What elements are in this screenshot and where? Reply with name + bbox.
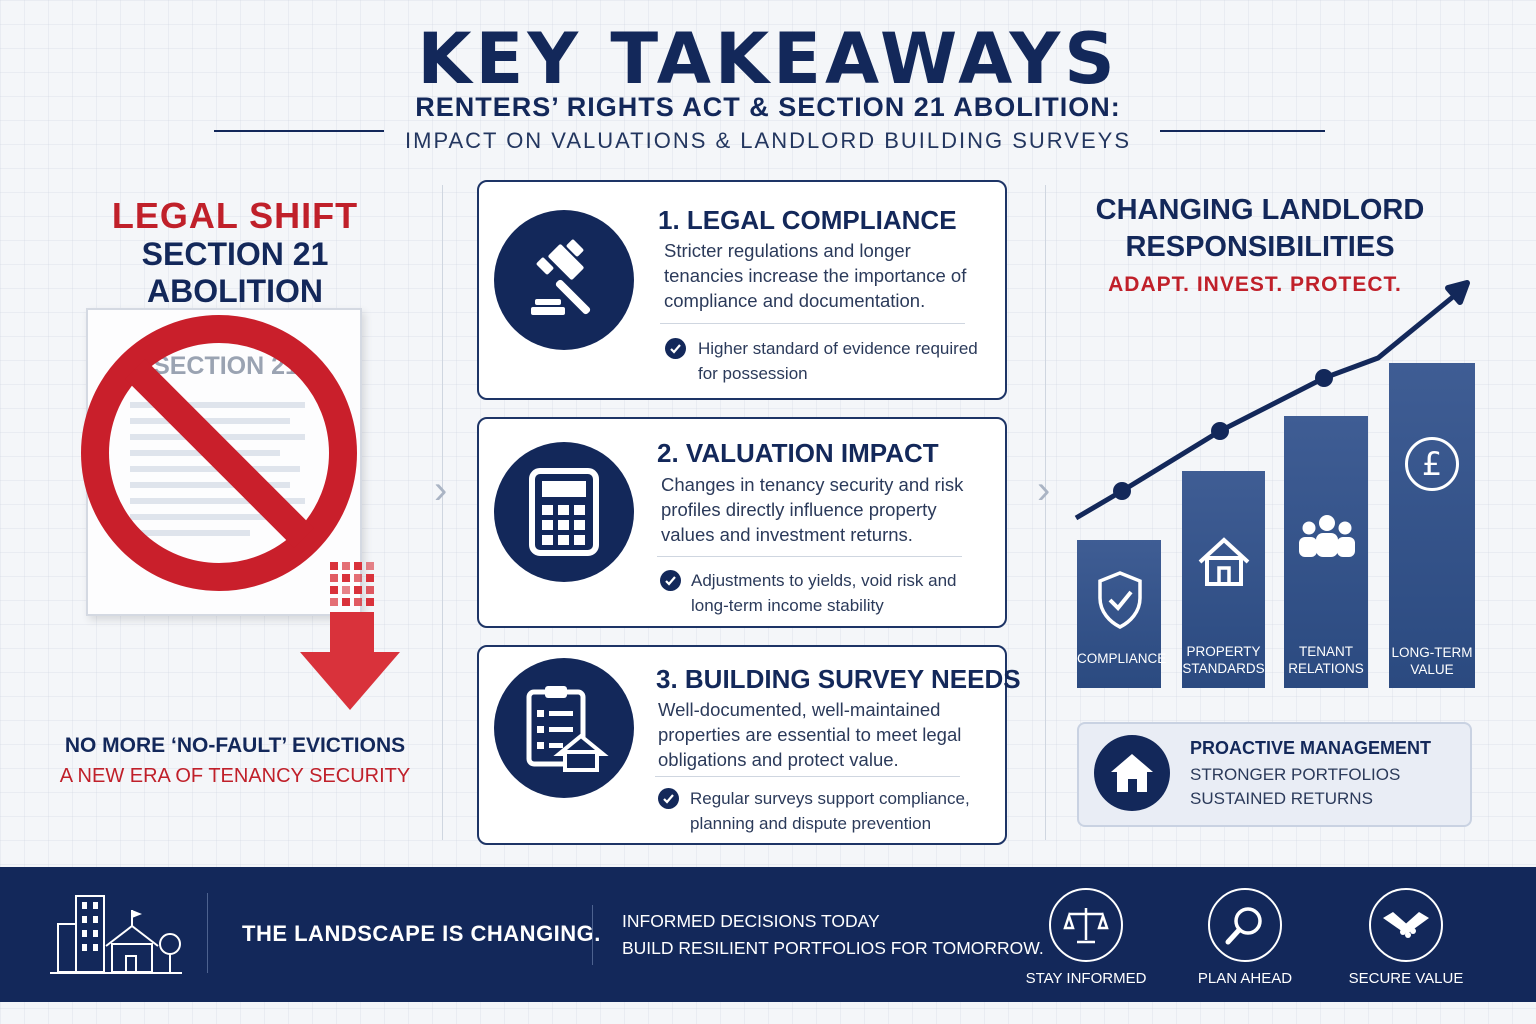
bar-label: COMPLIANCE	[1077, 651, 1167, 666]
city-icon	[50, 895, 182, 974]
card-title: 1. LEGAL COMPLIANCE	[658, 205, 957, 235]
page-title: KEY TAKEAWAYS	[417, 18, 1119, 100]
column-divider	[442, 185, 443, 840]
gavel-icon	[494, 210, 634, 350]
card-note: Regular surveys support compliance, plan…	[690, 789, 970, 833]
bar-property-standards	[1182, 471, 1265, 688]
footer-line: INFORMED DECISIONS TODAY	[622, 911, 880, 931]
people-icon	[1299, 515, 1355, 557]
column-divider	[1045, 185, 1046, 840]
proactive-line: SUSTAINED RETURNS	[1190, 789, 1373, 808]
bar-long-term-value	[1389, 363, 1475, 688]
house-icon	[1198, 537, 1250, 586]
down-arrow-icon	[300, 562, 400, 710]
shield-check-icon	[1098, 571, 1142, 629]
page-subtitle: RENTERS’ RIGHTS ACT & SECTION 21 ABOLITI…	[415, 92, 1121, 122]
divider-right	[1160, 130, 1325, 132]
chevron-right-icon: ›	[1037, 468, 1051, 512]
trend-arrow-icon	[1074, 280, 1470, 521]
check-icon	[665, 338, 686, 359]
proactive-title: PROACTIVE MANAGEMENT	[1190, 738, 1432, 758]
proactive-line: STRONGER PORTFOLIOS	[1190, 765, 1401, 784]
card-title: 3. BUILDING SURVEY NEEDS	[656, 664, 1021, 694]
left-heading: LEGAL SHIFT	[111, 195, 359, 236]
check-icon	[660, 570, 681, 591]
card-note: Adjustments to yields, void risk and lon…	[691, 571, 957, 615]
calculator-icon	[494, 442, 634, 582]
left-subheading: SECTION 21 ABOLITION	[141, 236, 329, 309]
clipboard-icon	[494, 658, 634, 798]
card-body: Well-documented, well-maintained propert…	[658, 699, 962, 770]
bar-label: TENANT RELATIONS	[1288, 644, 1364, 676]
page-subtitle-secondary: IMPACT ON VALUATIONS & LANDLORD BUILDING…	[405, 128, 1131, 153]
card-note: Higher standard of evidence required for…	[698, 339, 978, 383]
chevron-right-icon: ›	[434, 468, 448, 512]
card-title: 2. VALUATION IMPACT	[657, 438, 939, 468]
pound-icon: £	[1405, 437, 1459, 491]
scales-icon	[1049, 888, 1123, 962]
left-tagline: NO MORE ‘NO-FAULT’ EVICTIONS	[64, 734, 406, 757]
footer-item-label: SECURE VALUE	[1348, 970, 1464, 987]
footer-line: BUILD RESILIENT PORTFOLIOS FOR TOMORROW.	[622, 938, 1044, 958]
bar-label: PROPERTY STANDARDS	[1182, 644, 1265, 676]
left-tagline-secondary: A NEW ERA OF TENANCY SECURITY	[59, 765, 411, 787]
bar-label: LONG-TERM VALUE	[1391, 645, 1473, 677]
magnifier-icon	[1208, 888, 1282, 962]
card-body: Changes in tenancy security and risk pro…	[661, 474, 964, 545]
footer-item-label: PLAN AHEAD	[1197, 970, 1293, 987]
handshake-icon	[1369, 888, 1443, 962]
footer-headline: THE LANDSCAPE IS CHANGING.	[242, 921, 601, 946]
footer-item-label: STAY INFORMED	[1025, 970, 1147, 987]
house-icon	[1094, 735, 1170, 811]
right-tagline: ADAPT. INVEST. PROTECT.	[1108, 273, 1402, 296]
check-icon	[658, 788, 679, 809]
card-body: Stricter regulations and longer tenancie…	[664, 240, 967, 311]
no-entry-icon	[81, 315, 357, 591]
divider-left	[214, 130, 384, 132]
right-heading: CHANGING LANDLORD RESPONSIBILITIES	[1095, 194, 1425, 263]
bar-compliance	[1077, 540, 1161, 688]
